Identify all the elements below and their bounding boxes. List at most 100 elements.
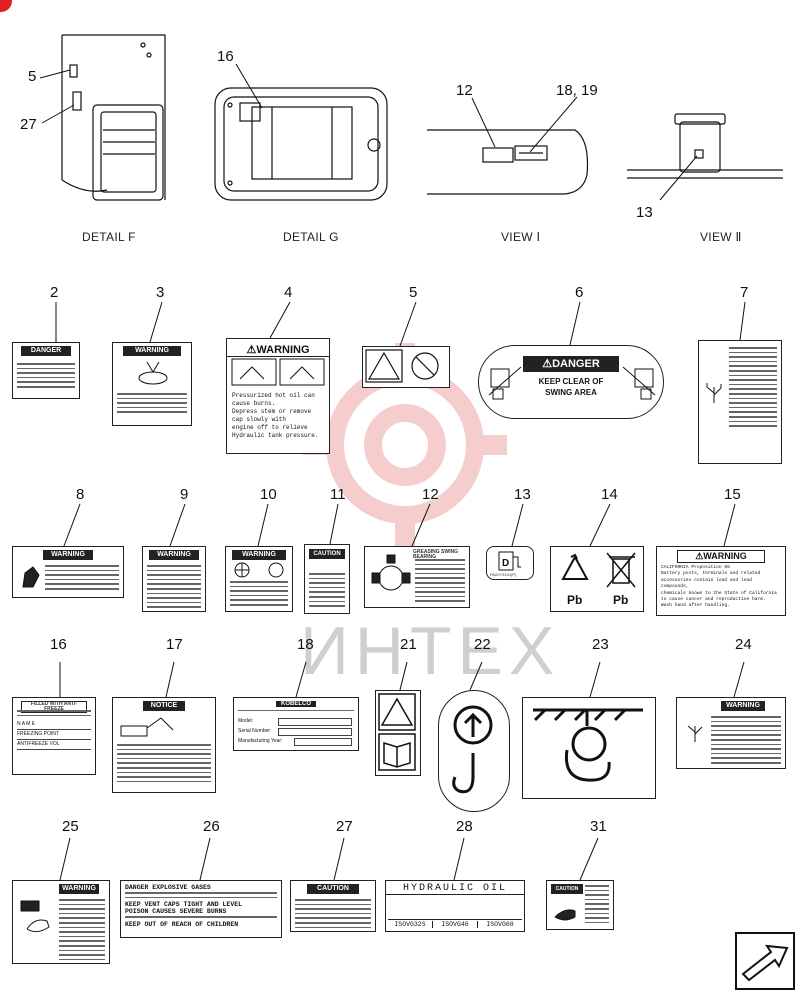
decal-26-line-4: KEEP OUT OF REACH OF CHILDREN — [125, 920, 239, 928]
decal-26-line-2: KEEP VENT CAPS TIGHT AND LEVEL — [125, 901, 243, 909]
callout-13-top: 13 — [636, 204, 653, 221]
hazard-symbols-icon — [365, 349, 439, 383]
decal-18-field-1: Model: — [238, 718, 254, 724]
decal-3-number: 3 — [156, 284, 165, 301]
decal-14-label-1: Pb — [567, 593, 583, 607]
arrow-right-icon — [741, 944, 789, 982]
decal-14-number: 14 — [601, 486, 618, 503]
decal-13-number: 13 — [514, 486, 531, 503]
swing-area-left-icon — [488, 366, 522, 400]
detail-f-drawing — [61, 34, 166, 201]
next-page-button[interactable] — [735, 932, 795, 990]
callout-27-top: 27 — [20, 116, 37, 133]
burn-hand-icon — [138, 361, 168, 385]
decal-5-number: 5 — [409, 284, 418, 301]
read-manual-warning-icon — [378, 693, 416, 771]
decal-8-number: 8 — [76, 486, 85, 503]
diesel-fuel-icon: D — [498, 551, 521, 571]
decal-18-number: 18 — [297, 636, 314, 653]
decal-21-number: 21 — [400, 636, 417, 653]
decal-25: WARNING — [12, 880, 110, 964]
decal-14: Pb Pb — [550, 546, 644, 612]
decal-13: D PA20Y3101(P) — [486, 546, 534, 580]
hot-oil-icon — [231, 358, 325, 386]
decal-4-line-1: Pressurized hot oil can — [232, 392, 315, 399]
decal-15-header: WARNING — [703, 551, 747, 561]
decal-10-number: 10 — [260, 486, 277, 503]
decal-25-number: 25 — [62, 818, 79, 835]
decal-12-header: GREASING SWING BEARING — [413, 549, 459, 560]
callout-16-top: 16 — [217, 48, 234, 65]
decal-28-title: HYDRAULIC OIL — [386, 883, 524, 895]
decal-16: FILLED WITH ANTI-FREEZE N A M E FREEZING… — [12, 697, 96, 775]
callout-18-19-top: 18, 19 — [556, 82, 598, 99]
decal-8-header: WARNING — [43, 550, 93, 560]
decal-21 — [375, 690, 421, 776]
decal-18-field-2: Serial Number: — [238, 728, 272, 734]
decal-27-number: 27 — [336, 818, 353, 835]
decal-24: WARNING — [676, 697, 786, 769]
coral-icon — [687, 725, 703, 742]
decal-6: ⚠DANGER KEEP CLEAR OF SWING AREA — [478, 345, 664, 419]
decal-6-line-2: SWING AREA — [545, 388, 597, 397]
decal-4-line-4: cap slowly with — [232, 416, 287, 423]
recycle-icon — [561, 553, 589, 580]
decal-15-line-2: Battery posts, terminals and related — [661, 571, 761, 577]
decal-2: DANGER — [12, 342, 80, 399]
decal-15-line-3: accessories contain lead and lead compou… — [661, 577, 752, 590]
view-2-caption: VIEW Ⅱ — [700, 230, 742, 244]
decal-10-header: WARNING — [232, 550, 286, 560]
decal-16-row-1: N A M E — [17, 720, 91, 730]
hot-hand-icon — [554, 909, 576, 921]
hook-point-icon — [533, 708, 643, 782]
coral-icon — [706, 383, 722, 403]
svg-text:D: D — [502, 558, 509, 569]
decal-4-line-3: Depress stem or remove — [232, 408, 312, 415]
decal-9-number: 9 — [180, 486, 189, 503]
decal-11-number: 11 — [330, 486, 346, 503]
decal-3: WARNING — [112, 342, 192, 426]
decal-18: KOBELCO Model: Serial Number: Manufactur… — [233, 697, 359, 751]
decal-31-header: CAUTION — [551, 884, 583, 894]
swing-area-right-icon — [622, 366, 656, 400]
decal-6-number: 6 — [575, 284, 584, 301]
decal-17-number: 17 — [166, 636, 183, 653]
decal-14-label-2: Pb — [613, 593, 629, 607]
decal-23 — [522, 697, 656, 799]
decal-8: WARNING — [12, 546, 124, 598]
decal-9-header: WARNING — [149, 550, 199, 560]
detail-g-caption: DETAIL G — [283, 230, 339, 244]
decal-9: WARNING — [142, 546, 206, 612]
decal-27: CAUTION — [290, 880, 376, 932]
view-2-drawing — [627, 113, 783, 179]
decal-17: NOTICE — [112, 697, 216, 793]
decal-2-header: DANGER — [21, 346, 71, 356]
decal-28-grade-2: ISOVG46 — [433, 921, 478, 928]
detail-f-caption: DETAIL F — [82, 230, 136, 244]
decal-16-row-3: ANTIFREEZE VOL — [17, 740, 91, 750]
decal-6-header: DANGER — [552, 358, 600, 370]
decal-11-header: CAUTION — [309, 549, 345, 559]
decal-26-number: 26 — [203, 818, 220, 835]
decal-15-number: 15 — [724, 486, 741, 503]
decal-16-row-2: FREEZING POINT — [17, 730, 91, 740]
decal-26-line-1: DANGER EXPLOSIVE GASES — [125, 884, 211, 891]
decal-2-number: 2 — [50, 284, 59, 301]
decal-22-number: 22 — [474, 636, 491, 653]
decal-23-number: 23 — [592, 636, 609, 653]
battery-acid-icon — [20, 900, 50, 933]
rotating-fan-icon — [234, 562, 284, 578]
decal-31-number: 31 — [590, 818, 607, 835]
decal-4-header: WARNING — [256, 344, 310, 356]
decal-10: WARNING — [225, 546, 293, 612]
decal-4-line-5: engine off to relieve — [232, 424, 308, 431]
decal-15: ⚠WARNING CALIFORNIA Proposition 65 Batte… — [656, 546, 786, 616]
detail-g-drawing — [214, 87, 388, 201]
crossed-bin-icon — [606, 552, 636, 588]
callout-12-top: 12 — [456, 82, 473, 99]
decal-4-line-2: cause burns. — [232, 400, 276, 407]
decal-12: GREASING SWING BEARING — [364, 546, 470, 608]
decal-22 — [438, 690, 510, 812]
decal-13-code: PA20Y3101(P) — [490, 572, 517, 577]
